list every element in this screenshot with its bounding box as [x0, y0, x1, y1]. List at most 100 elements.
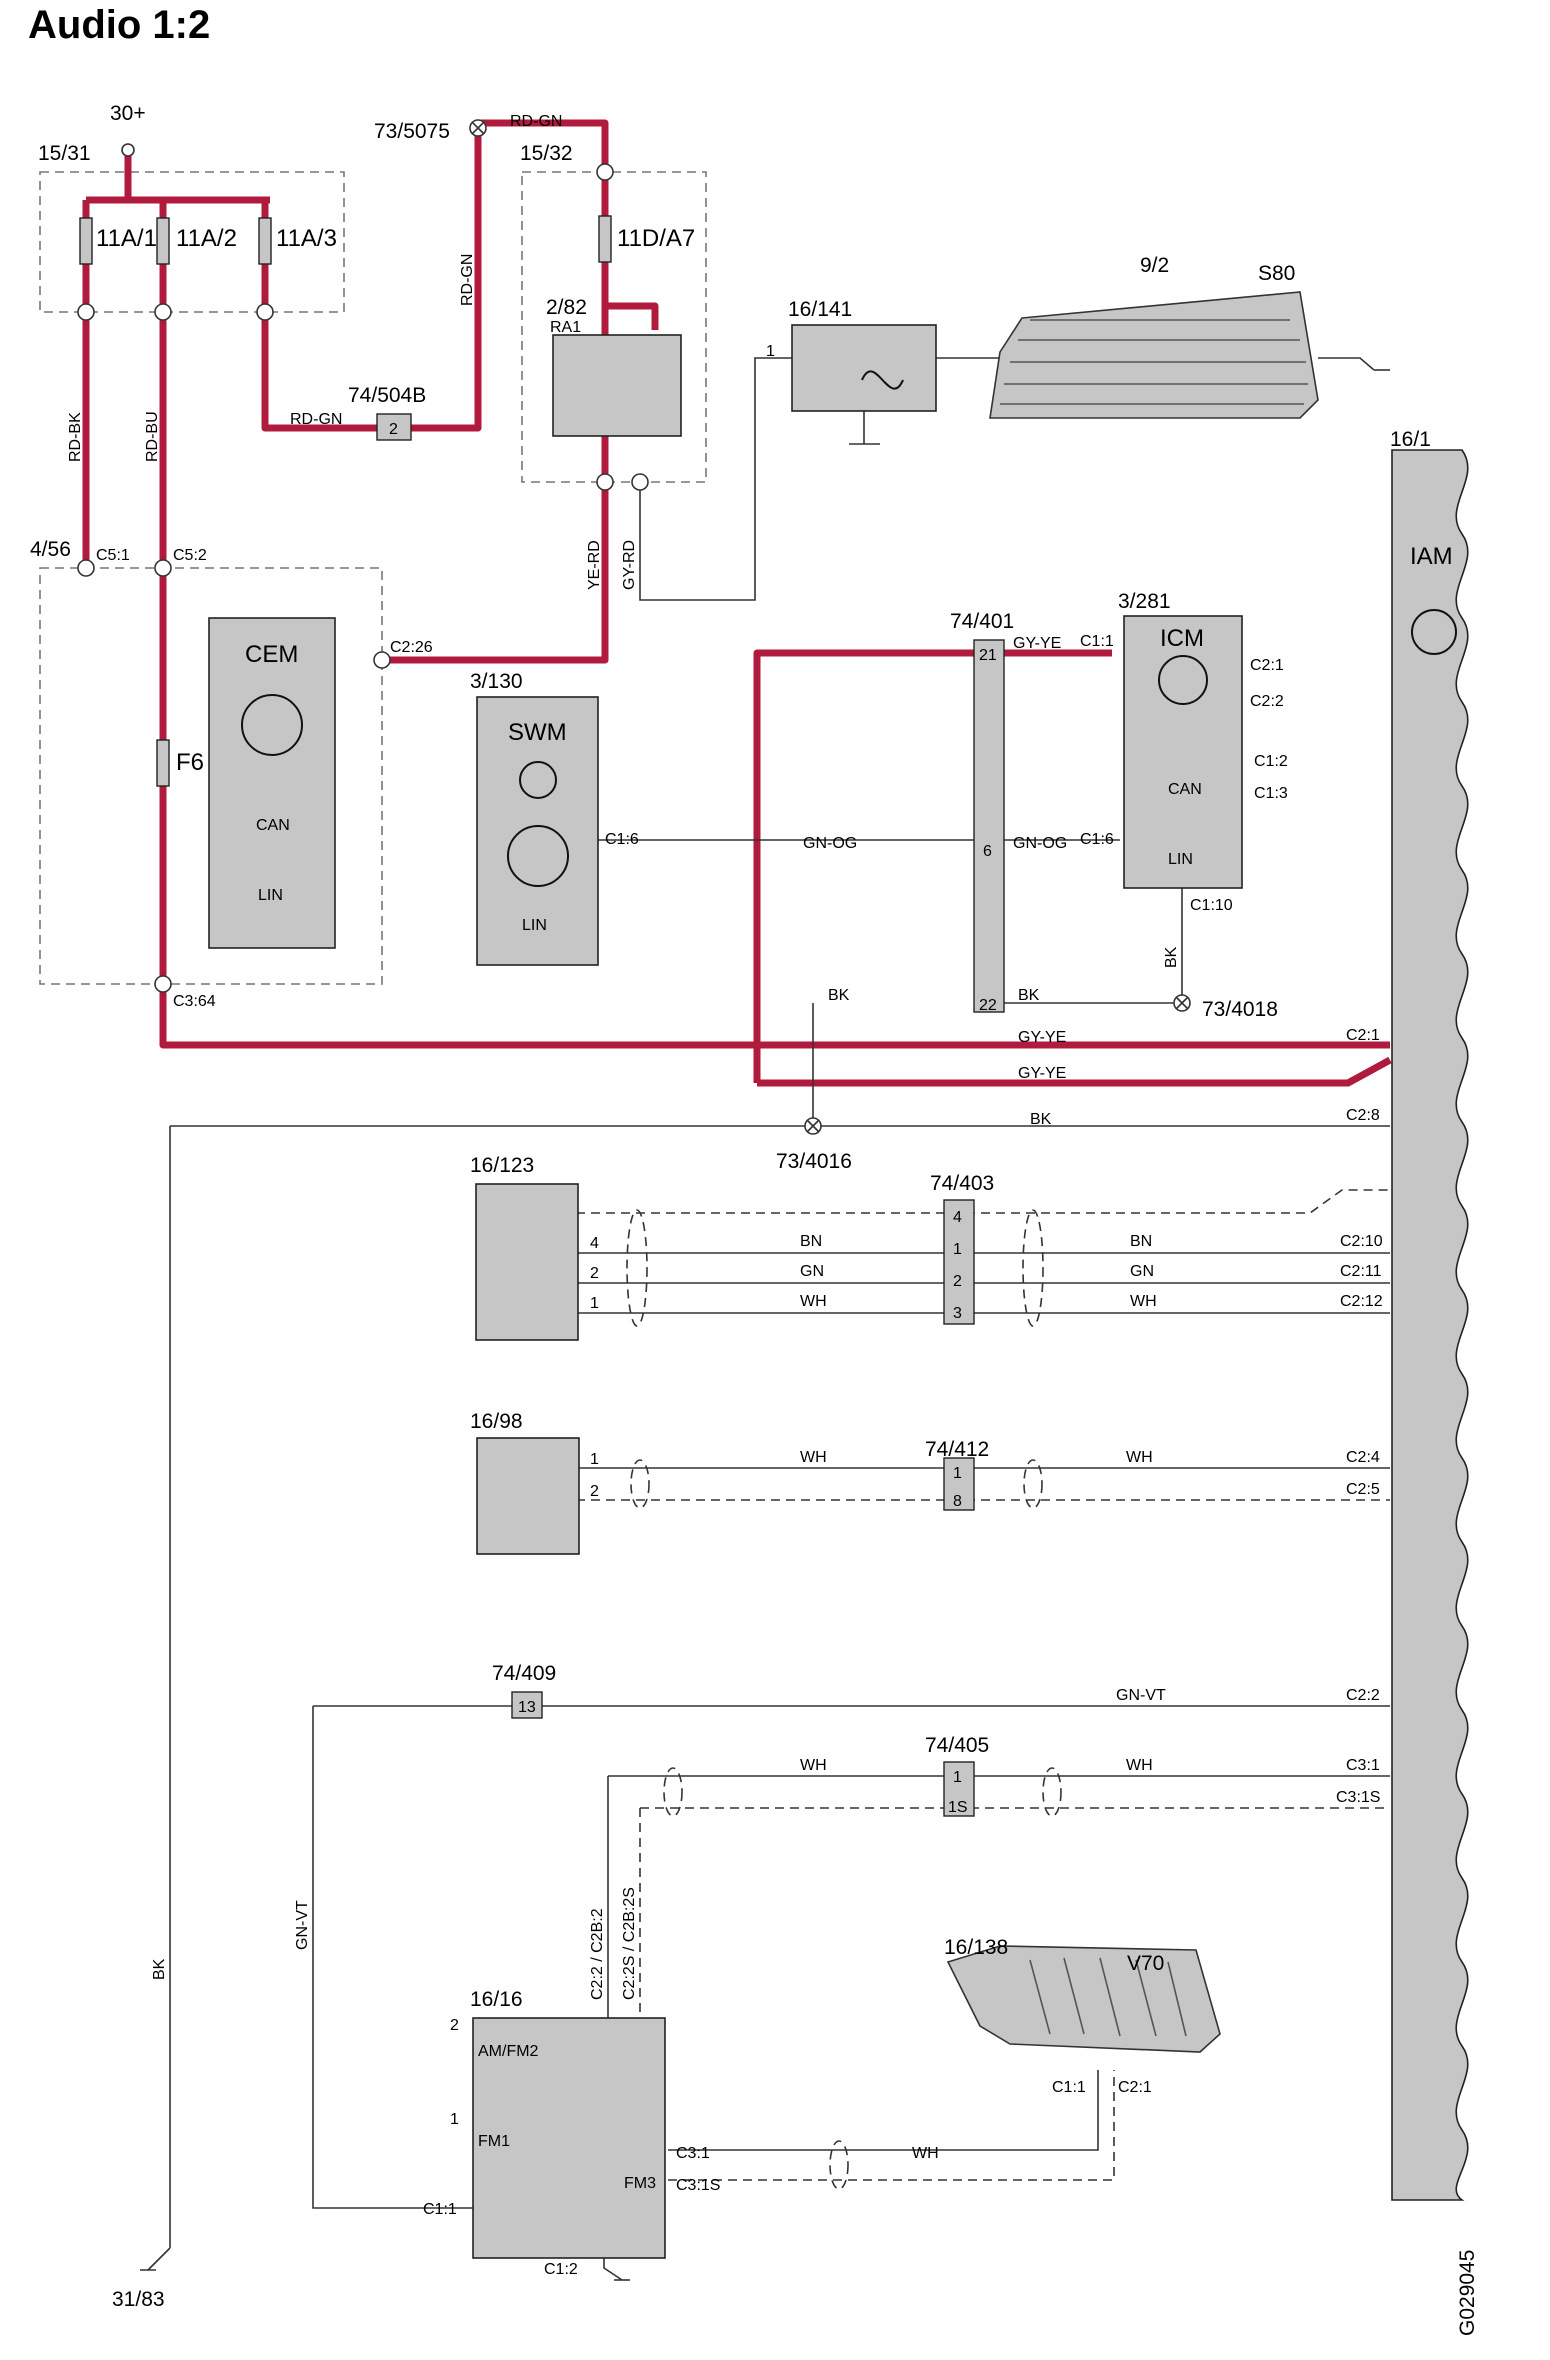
rear-window-s80 [989, 291, 1319, 419]
window-id: 9/2 [1140, 254, 1169, 277]
pin-label: C2:8 [1346, 1107, 1380, 1124]
wire-label: GN-OG [803, 835, 857, 852]
pin-label: C1:2 [544, 2261, 578, 2278]
pin-label: 1 [953, 1241, 962, 1258]
pin-label: C3:64 [173, 993, 216, 1010]
pin-label: C3:1 [1346, 1757, 1380, 1774]
pin-circles [77, 143, 649, 993]
pin-label: C2:2 [1346, 1687, 1380, 1704]
pin-label: 2 [450, 2017, 459, 2034]
tuner-label: AM/FM2 [478, 2043, 539, 2060]
pin-label: 1 [590, 1451, 599, 1468]
page-title: Audio 1:2 [28, 3, 210, 47]
filter-id: 16/141 [788, 298, 852, 321]
pin-label: C5:1 [96, 547, 130, 564]
can-label: CAN [1168, 781, 1202, 798]
wire-label: WH [800, 1757, 827, 1774]
pin-label: 1 [450, 2111, 459, 2128]
tuner-label: FM1 [478, 2133, 510, 2150]
fuse-label: 11A/1 [96, 225, 157, 252]
pin-label: 1 [953, 1769, 962, 1786]
pin-label: C1:6 [605, 831, 639, 848]
pin-label: C2:1 [1118, 2079, 1152, 2096]
wire-label: WH [1130, 1293, 1157, 1310]
pin-label: 1 [953, 1465, 962, 1482]
fuse-11a2 [156, 217, 170, 265]
filter-wave-icon [861, 370, 904, 390]
wire-label: RD-BK [67, 412, 84, 462]
icm-id: 3/281 [1118, 590, 1171, 613]
wire-label: RD-GN [510, 113, 562, 130]
pin-label: C1:6 [1080, 831, 1114, 848]
connector-label: 74/409 [492, 1662, 556, 1685]
transistor-icon [507, 825, 569, 887]
splice-73-4016 [804, 1117, 822, 1135]
tuner-id: 16/16 [470, 1988, 523, 2011]
pin-label: C1:3 [1254, 785, 1288, 802]
wire-label: GY-RD [621, 540, 638, 590]
pin-label: C2:2 / C2B:2 [589, 1908, 606, 2000]
wire-label: BK [1163, 946, 1180, 968]
filter-module [791, 324, 937, 412]
pin-label: C2:11 [1340, 1263, 1382, 1280]
fuse-label: 11A/2 [176, 225, 237, 252]
swm-id: 3/130 [470, 670, 523, 693]
relay-ra1 [552, 334, 682, 437]
wire-label: GN [800, 1263, 824, 1280]
icm-module [1123, 615, 1243, 889]
cable-shields [626, 1209, 1062, 2190]
pin-label: C3:1S [1336, 1789, 1380, 1806]
iam-module [1391, 449, 1469, 2201]
wire-label: BK [828, 987, 850, 1004]
connector-label: 74/504B [348, 384, 426, 407]
fuse-11a1 [79, 217, 93, 265]
pin-label: 4 [953, 1209, 962, 1226]
splice-73-4018 [1173, 994, 1191, 1012]
icm-name: ICM [1160, 625, 1204, 652]
splice-73-5075 [469, 119, 487, 137]
pin-label: C5:2 [173, 547, 207, 564]
wire-label: WH [800, 1293, 827, 1310]
relay-name: RA1 [550, 319, 581, 336]
pin-label: C3:1 [676, 2145, 710, 2162]
wire-label: WH [912, 2145, 939, 2162]
splice-label: 73/4016 [776, 1150, 852, 1173]
wire-label: GY-YE [1018, 1065, 1066, 1082]
transistor-icon [1158, 655, 1208, 705]
connector-label: 74/412 [925, 1438, 989, 1461]
fuse-row [79, 215, 612, 787]
pin-label: C1:1 [1052, 2079, 1086, 2096]
ground-symbols [614, 369, 1390, 2281]
wire-label: GN-VT [1116, 1687, 1166, 1704]
pin-label: 1 [590, 1295, 599, 1312]
can-label: CAN [256, 817, 290, 834]
pin-label: C1:1 [1080, 633, 1114, 650]
wire-label: GN [1130, 1263, 1154, 1280]
pin-label: C3:1S [676, 2177, 720, 2194]
wire-label: WH [1126, 1449, 1153, 1466]
module-icons [241, 370, 1457, 887]
lin-label: LIN [1168, 851, 1193, 868]
mic-16-123 [475, 1183, 579, 1341]
window-model: S80 [1258, 262, 1295, 285]
transistor-icon [1411, 609, 1457, 655]
wire-label: RD-BU [144, 411, 161, 462]
wire-label: BK [1030, 1111, 1052, 1128]
wire-label: GN-OG [1013, 835, 1067, 852]
swm-name: SWM [508, 719, 567, 746]
splice-label: 73/4018 [1202, 998, 1278, 1021]
wire-label: WH [800, 1449, 827, 1466]
lin-label: LIN [522, 917, 547, 934]
wire-label: RD-GN [459, 254, 476, 306]
relay-ref: 2/82 [546, 296, 587, 319]
pin-label: C2:2S / C2B:2S [621, 1887, 638, 2000]
pin-label: C2:2 [1250, 693, 1284, 710]
pin-label: C2:1 [1250, 657, 1284, 674]
pin-label: C1:1 [423, 2201, 457, 2218]
cem-box-outline [39, 567, 383, 985]
pin-label: 6 [983, 843, 992, 860]
signal-wires [140, 357, 1390, 2281]
mic2-id: 16/98 [470, 1410, 523, 1433]
pin-label: 2 [590, 1265, 599, 1282]
